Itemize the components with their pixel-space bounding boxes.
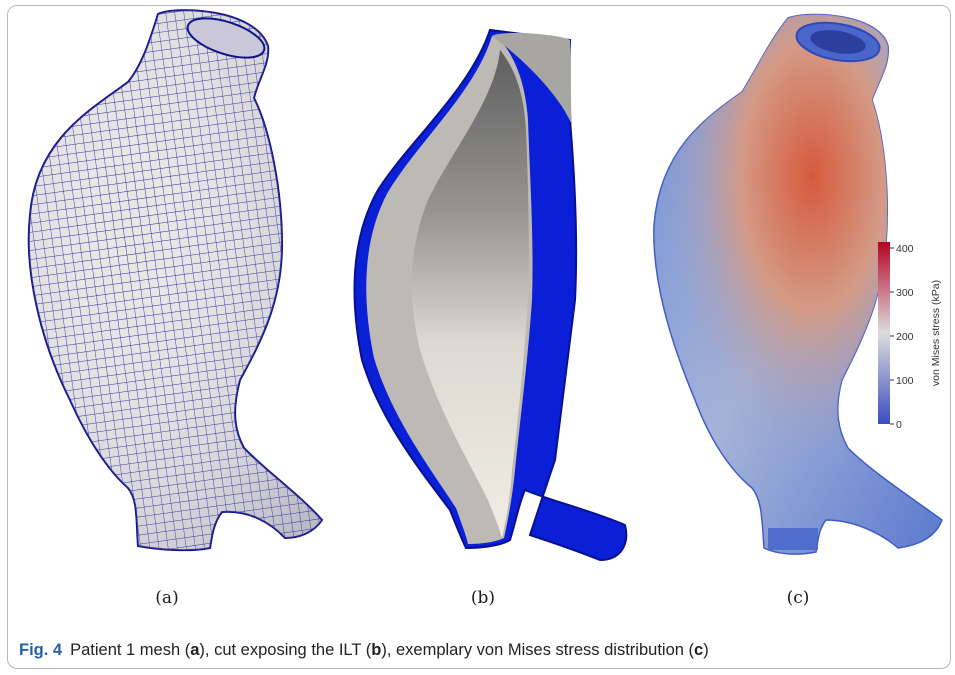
caption-text-4: ) bbox=[703, 641, 709, 659]
panel-c-stress bbox=[653, 13, 943, 555]
panel-b-label: (b) bbox=[470, 588, 496, 608]
figure-caption: Fig. 4 Patient 1 mesh (a), cut exposing t… bbox=[19, 641, 709, 660]
colorbar: 400 300 200 100 0 von Mises stress (kPa) bbox=[878, 242, 942, 431]
colorbar-tick-label: 100 bbox=[896, 375, 914, 387]
colorbar-title: von Mises stress (kPa) bbox=[930, 280, 942, 386]
colorbar-tick-label: 300 bbox=[896, 287, 914, 299]
colorbar-gradient bbox=[878, 242, 890, 424]
colorbar-tick-label: 400 bbox=[896, 243, 914, 255]
figure-canvas: 400 300 200 100 0 von Mises stress (kPa) bbox=[27, 9, 943, 562]
colorbar-tick-label: 200 bbox=[896, 331, 914, 343]
panel-a-mesh bbox=[27, 9, 324, 552]
caption-text-1: Patient 1 mesh ( bbox=[70, 641, 191, 659]
caption-ref-b: b bbox=[371, 641, 382, 659]
caption-ref-c: c bbox=[694, 641, 704, 659]
panel-a-label: (a) bbox=[155, 588, 179, 608]
caption-ref-a: a bbox=[190, 641, 200, 659]
panel-c-label: (c) bbox=[786, 588, 810, 608]
caption-text-2: ), cut exposing the ILT ( bbox=[199, 641, 372, 659]
panel-b-cut bbox=[353, 28, 628, 562]
figure-number: Fig. 4 bbox=[19, 641, 63, 659]
colorbar-tick-label: 0 bbox=[896, 419, 902, 431]
caption-text-3: ), exemplary von Mises stress distributi… bbox=[381, 641, 695, 659]
